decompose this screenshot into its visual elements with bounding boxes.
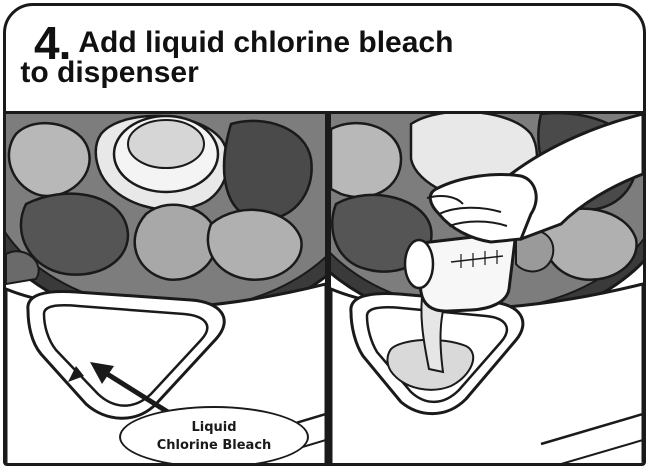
illustration-panels: Liquid Chlorine Bleach [6, 111, 643, 463]
washer-top-view-illustration [6, 114, 326, 463]
step-title-line1: Add liquid chlorine bleach [78, 26, 454, 59]
step-title-line2: to dispenser [20, 56, 199, 89]
panel-divider [325, 114, 331, 463]
hand-icon [426, 114, 643, 244]
pouring-illustration [331, 114, 643, 463]
callout-line1: Liquid [191, 420, 237, 435]
callout-liquid-chlorine-bleach: Liquid Chlorine Bleach [119, 406, 309, 463]
measuring-cup-icon [403, 230, 518, 313]
illustration-pouring-bleach [331, 114, 643, 463]
illustration-dispenser-location [6, 114, 326, 463]
callout-line2: Chlorine Bleach [156, 438, 272, 453]
step-number: 4. [34, 17, 71, 69]
arrow-icon [90, 362, 174, 417]
dispenser-mark-icon [68, 366, 84, 382]
